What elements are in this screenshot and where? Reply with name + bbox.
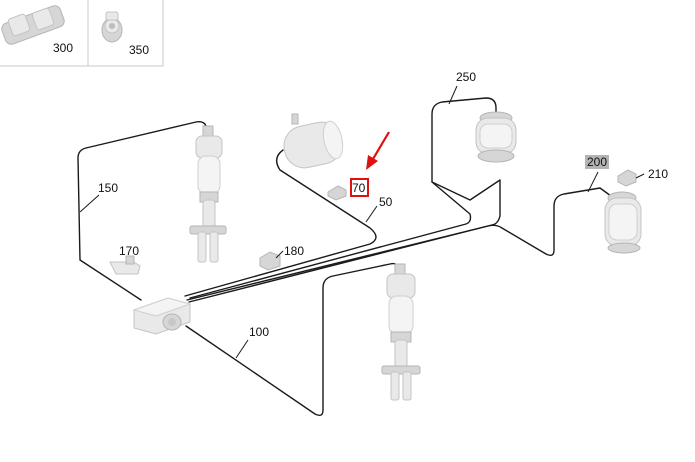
callout-50[interactable]: 50 (379, 195, 393, 209)
leader-50 (365, 205, 378, 223)
leader-210 (635, 173, 645, 179)
callout-180[interactable]: 180 (284, 244, 304, 258)
leader-100 (235, 339, 249, 359)
thumbnail-300[interactable]: 300 (0, 0, 89, 67)
bracket-70[interactable] (327, 185, 347, 201)
air-reservoir[interactable] (280, 113, 345, 172)
arrow-shaft (372, 131, 390, 160)
bracket-180[interactable] (259, 251, 281, 271)
leader-200 (587, 171, 599, 193)
fitting-350-image (101, 11, 123, 43)
callout-210[interactable]: 210 (648, 167, 668, 181)
callout-250[interactable]: 250 (456, 70, 476, 84)
thumbnail-label-350: 350 (129, 43, 149, 57)
pointer-arrow-icon (366, 131, 390, 170)
rear-air-spring-left[interactable] (475, 111, 517, 163)
hose-250-return (189, 181, 472, 299)
hose-150 (77, 120, 208, 301)
selection-box-70 (350, 178, 369, 197)
arrow-head (366, 155, 378, 170)
front-right-air-strut[interactable] (381, 263, 421, 401)
thumbnail-350[interactable]: 350 (87, 0, 164, 67)
leader-180 (275, 250, 284, 259)
callout-170[interactable]: 170 (119, 244, 139, 258)
callout-100[interactable]: 100 (249, 325, 269, 339)
callout-150[interactable]: 150 (98, 181, 118, 195)
fitting-300-image (1, 5, 65, 45)
leader-150 (79, 194, 100, 213)
callout-200[interactable]: 200 (587, 155, 607, 169)
thumbnail-label-300: 300 (53, 41, 73, 55)
callout-70[interactable]: 70 (352, 181, 366, 195)
bracket-210[interactable] (617, 169, 637, 187)
rear-air-spring-right[interactable] (604, 191, 642, 254)
leader-250 (448, 85, 458, 105)
hose-50 (184, 149, 377, 297)
bracket-170[interactable] (109, 255, 141, 275)
callout-200-highlight (585, 155, 609, 169)
valve-block[interactable] (132, 297, 192, 335)
front-left-air-strut[interactable] (189, 125, 227, 263)
hose-200 (188, 187, 612, 303)
hose-250 (186, 97, 501, 301)
thumbnail-frame (87, 0, 164, 67)
